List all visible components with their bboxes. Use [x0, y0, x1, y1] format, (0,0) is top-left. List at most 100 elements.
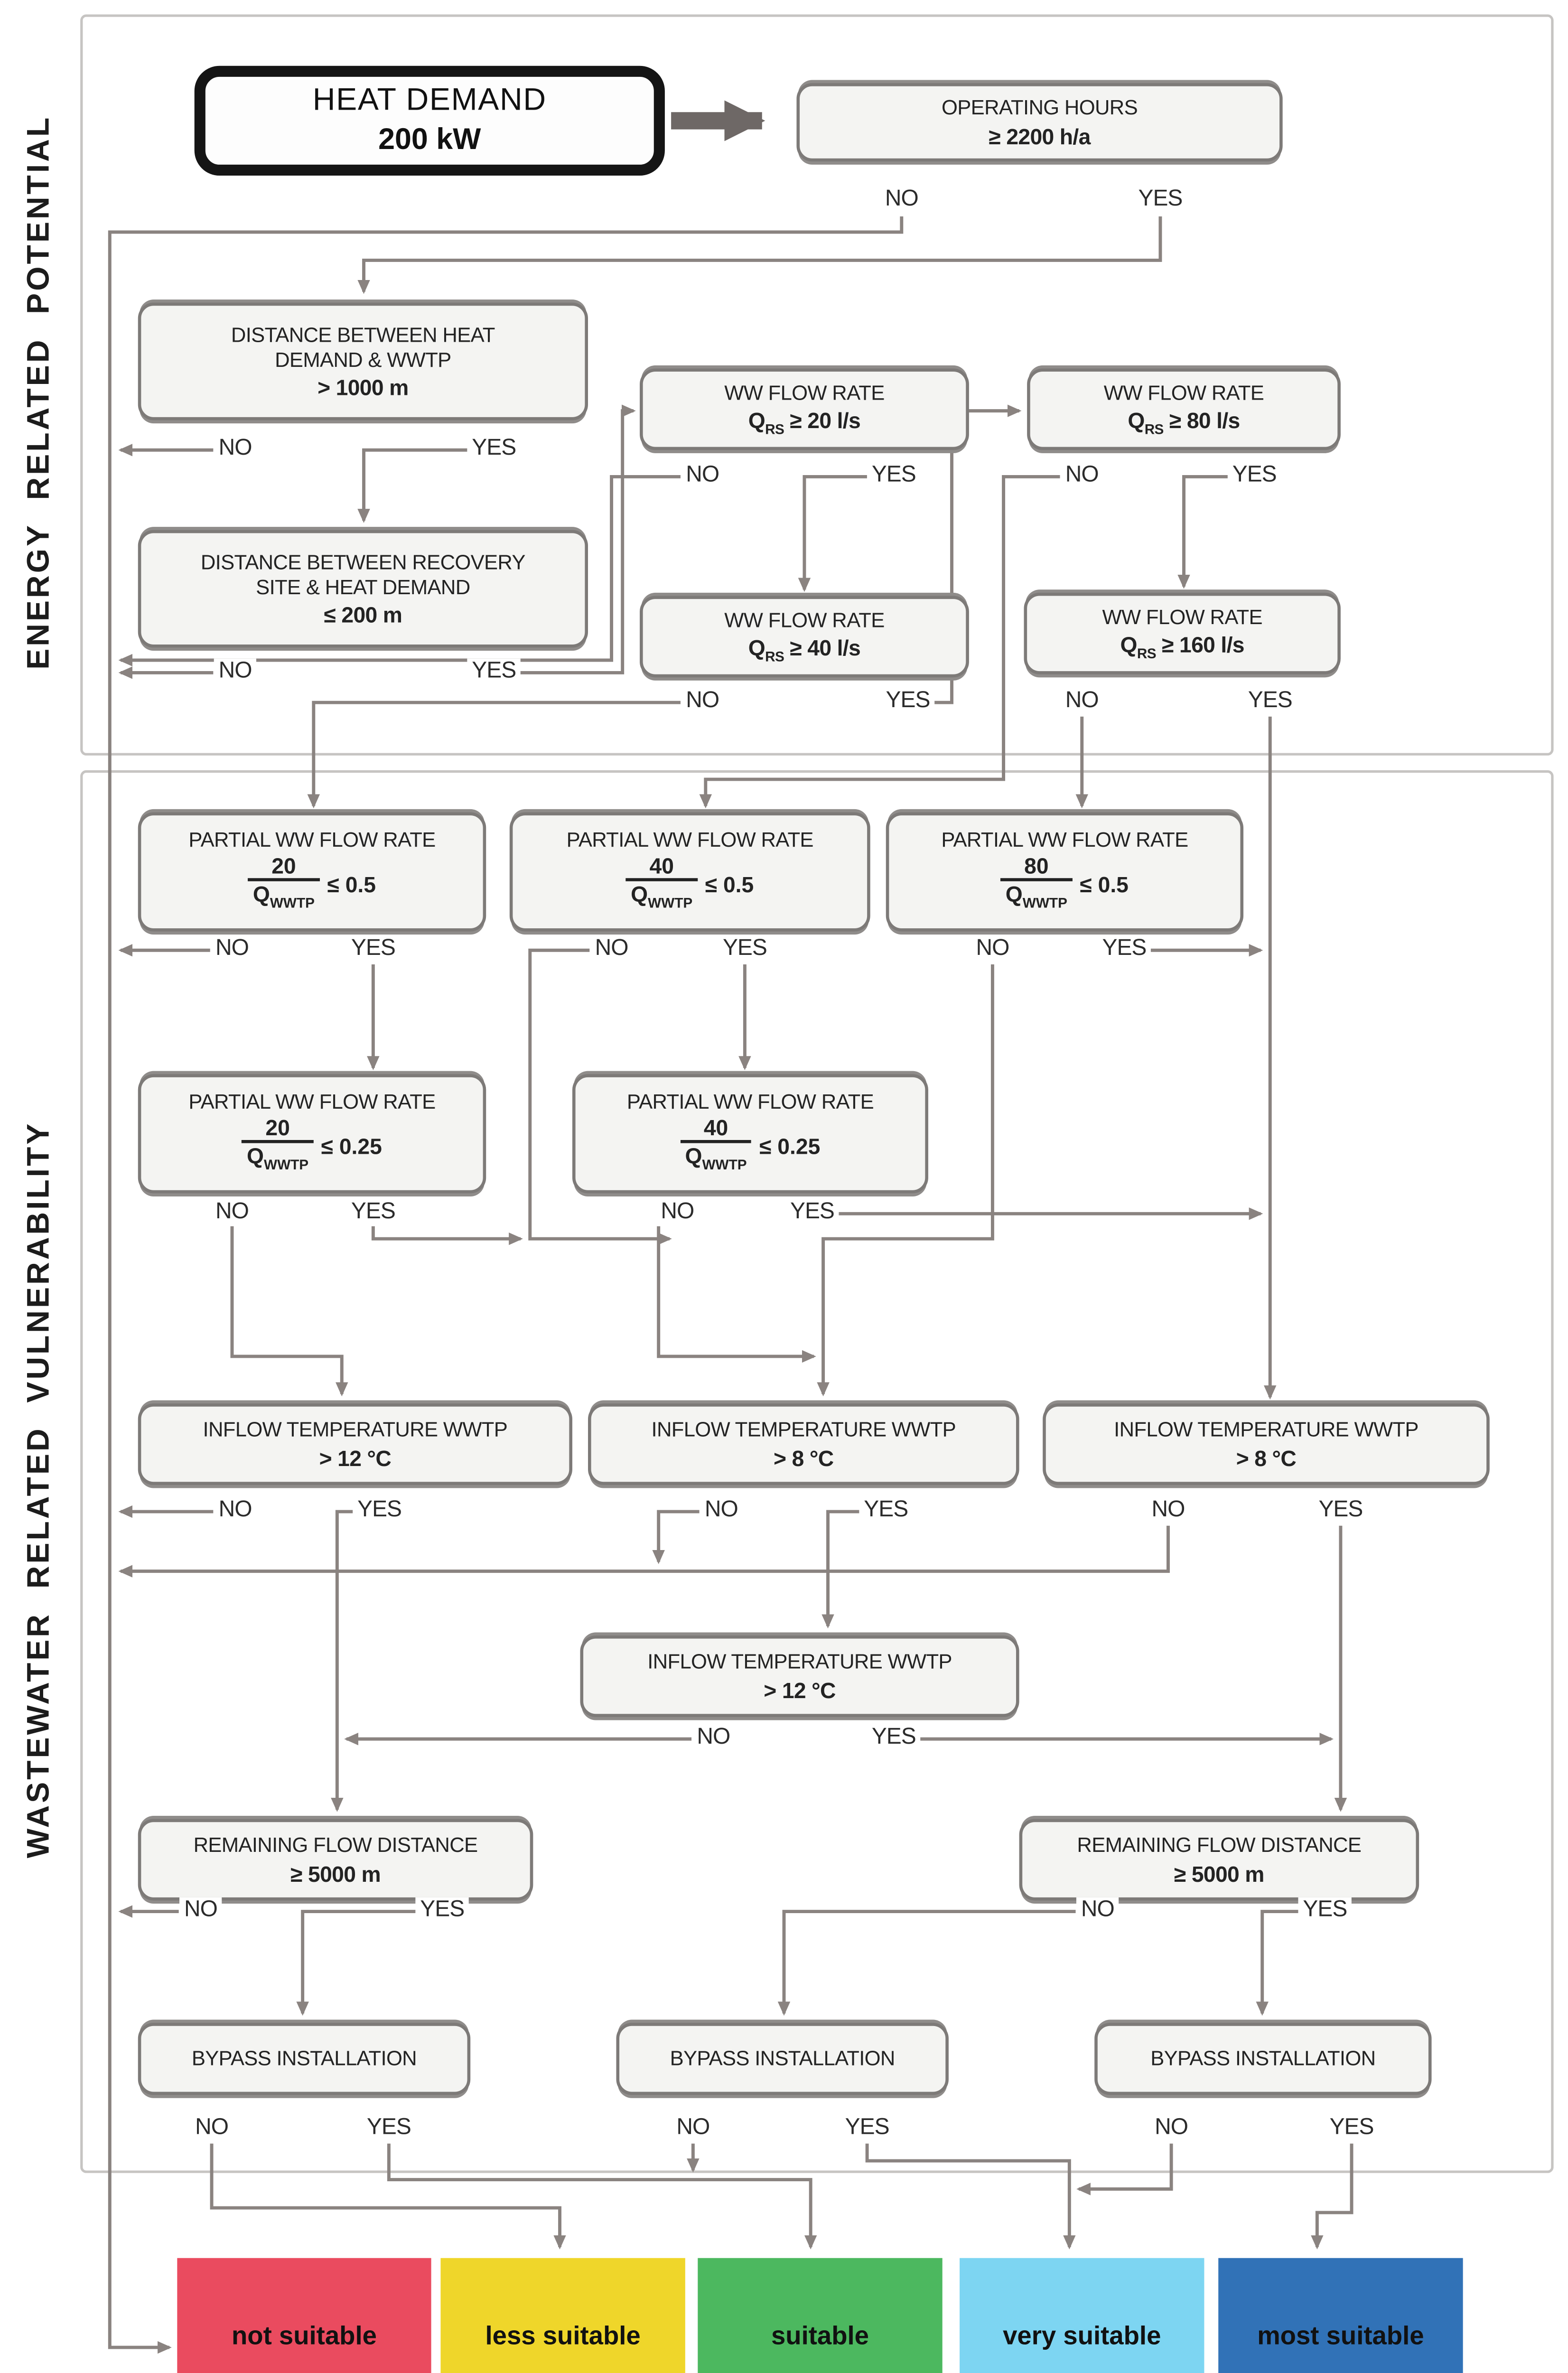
bypright-no-label: NO [1150, 2115, 1193, 2140]
edge-temp12left-yes [331, 1510, 358, 1812]
bypmid-no-label: NO [672, 2115, 715, 2140]
edge-ww20-yes [798, 475, 872, 592]
partial40-025-no-label: NO [656, 1199, 699, 1225]
temp12mid-yes-label: YES [867, 1725, 921, 1750]
edge-remleft-yes [296, 1910, 420, 2016]
node-ww-flow-80: WW FLOW RATE QRS ≥ 80 l/s [1027, 368, 1341, 450]
result-suitable: suitable [698, 2258, 943, 2373]
edge-bypright-yes [1311, 2143, 1353, 2250]
section-label-energy: ENERGY RELATED POTENTIAL [22, 115, 56, 670]
heat-demand-value: 200 kW [378, 124, 481, 157]
bypright-yes-label: YES [1325, 2115, 1379, 2140]
node-inflow-temp-12-left: INFLOW TEMPERATURE WWTP > 12 °C [138, 1403, 572, 1485]
node-distance-wwtp: DISTANCE BETWEEN HEAT DEMAND & WWTP > 10… [138, 302, 588, 420]
partial20-025-no-label: NO [211, 1199, 253, 1225]
edge-bypleft-yes [387, 2143, 817, 2250]
section-label-wastewater: WASTEWATER RELATED VULNERABILITY [22, 1121, 56, 1859]
temp8right-no-label: NO [1147, 1497, 1190, 1523]
dist200-yes-label: YES [467, 658, 521, 684]
edge-ophours-yes [357, 216, 1162, 294]
node-remaining-left: REMAINING FLOW DISTANCE ≥ 5000 m [138, 1819, 533, 1901]
edge-ww40-no [307, 701, 681, 809]
temp8right-yes-label: YES [1314, 1497, 1368, 1523]
ww40-yes-label: YES [881, 688, 935, 714]
edge-partial20-025-no [230, 1226, 348, 1397]
bypleft-no-label: NO [190, 2115, 233, 2140]
temp8mid-yes-label: YES [859, 1497, 913, 1523]
temp12left-yes-label: YES [353, 1497, 406, 1523]
edge-temp8right-no [118, 1525, 1170, 1578]
node-heat-demand: HEAT DEMAND 200 kW [194, 65, 665, 176]
edge-bypmid-yes [865, 2143, 1076, 2250]
edge-ophours-no [108, 216, 904, 2354]
edge-partial20-025-yes [371, 1226, 523, 1245]
node-inflow-temp-8-right: INFLOW TEMPERATURE WWTP > 8 °C [1043, 1403, 1490, 1485]
remright-yes-label: YES [1298, 1897, 1352, 1923]
partial80-05-yes-label: YES [1097, 936, 1151, 962]
node-remaining-right: REMAINING FLOW DISTANCE ≥ 5000 m [1019, 1819, 1419, 1901]
node-bypass-mid: BYPASS INSTALLATION [616, 2023, 949, 2095]
section-energy-frame [80, 14, 1554, 756]
temp8mid-no-label: NO [700, 1497, 743, 1523]
dist1000-yes-label: YES [467, 436, 521, 461]
ophours-no-label: NO [880, 187, 923, 212]
ww160-no-label: NO [1060, 688, 1103, 714]
flow-arrows [108, 216, 1353, 2354]
node-inflow-temp-8-mid: INFLOW TEMPERATURE WWTP > 8 °C [588, 1403, 1019, 1485]
partial40-05-yes-label: YES [718, 936, 772, 962]
ww20-no-label: NO [681, 462, 724, 488]
result-most-suitable: most suitable [1218, 2258, 1463, 2373]
bypleft-yes-label: YES [362, 2115, 416, 2140]
bypmid-yes-label: YES [840, 2115, 894, 2140]
node-bypass-left: BYPASS INSTALLATION [138, 2023, 471, 2095]
ww40-no-label: NO [681, 688, 724, 714]
remleft-yes-label: YES [415, 1897, 469, 1923]
partial40-05-no-label: NO [590, 936, 633, 962]
partial40-025-yes-label: YES [785, 1199, 839, 1225]
edge-remright-yes [1256, 1910, 1303, 2016]
edge-ww80-no [699, 475, 1060, 809]
node-ww-flow-40: WW FLOW RATE QRS ≥ 40 l/s [640, 596, 969, 678]
ophours-yes-label: YES [1133, 187, 1187, 212]
edge-ww40-yes [934, 404, 1022, 704]
edge-ww20-no [118, 475, 681, 667]
edge-remright-no [777, 1910, 1076, 2016]
result-very-suitable: very suitable [960, 2258, 1204, 2373]
edge-partial80-05-no [817, 964, 994, 1397]
edge-dist200-yes [516, 404, 636, 674]
remright-no-label: NO [1076, 1897, 1119, 1923]
temp12mid-no-label: NO [692, 1725, 735, 1750]
temp12left-no-label: NO [214, 1497, 257, 1523]
edge-temp8mid-no [652, 1510, 700, 1564]
edge-ww80-yes [1177, 475, 1232, 589]
result-not-suitable: not suitable [177, 2258, 431, 2373]
section-wastewater-frame [80, 770, 1554, 2173]
ww20-yes-label: YES [867, 462, 921, 488]
edge-dist1000-yes [357, 448, 472, 523]
edge-bypright-no [1076, 2143, 1173, 2195]
ww80-no-label: NO [1060, 462, 1103, 488]
edge-partial40-05-no [528, 948, 672, 1245]
ww80-yes-label: YES [1227, 462, 1281, 488]
dist1000-no-label: NO [214, 436, 257, 461]
edge-temp8mid-yes [821, 1510, 864, 1629]
partial20-05-no-label: NO [211, 936, 253, 962]
remleft-no-label: NO [179, 1897, 222, 1923]
edge-partial40-025-no [657, 1226, 816, 1363]
node-inflow-temp-12-mid: INFLOW TEMPERATURE WWTP > 12 °C [580, 1635, 1019, 1717]
edge-bypleft-no [210, 2143, 566, 2250]
ww160-yes-label: YES [1243, 688, 1297, 714]
partial20-025-yes-label: YES [346, 1199, 400, 1225]
dist200-no-label: NO [214, 658, 257, 684]
heat-demand-title: HEAT DEMAND [312, 83, 547, 118]
node-operating-hours: OPERATING HOURS ≥ 2200 h/a [796, 83, 1283, 162]
node-ww-flow-160: WW FLOW RATE QRS ≥ 160 l/s [1024, 592, 1341, 674]
result-less-suitable: less suitable [440, 2258, 685, 2373]
